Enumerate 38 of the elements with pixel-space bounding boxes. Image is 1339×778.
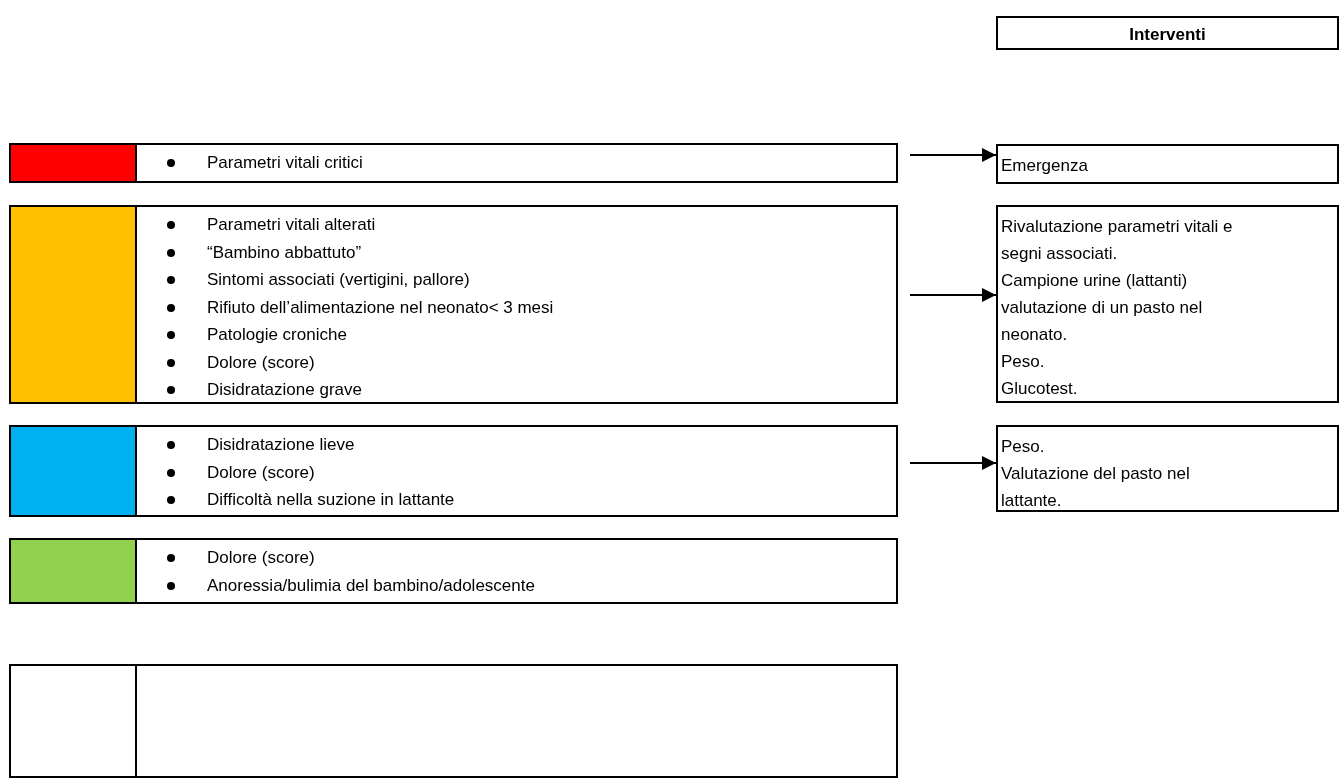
intervention-text: Rivalutazione parametri vitali e segni associati. bbox=[1001, 216, 1234, 265]
criteria-box bbox=[135, 425, 898, 517]
intervention-box bbox=[996, 425, 1339, 512]
color-code-box bbox=[9, 205, 137, 404]
intervention-text: Peso. bbox=[1001, 436, 1046, 458]
criterion-text: Rifiuto dell’alimentazione nel neonato< 3 mesi bbox=[207, 297, 554, 317]
criteria-box bbox=[135, 538, 898, 604]
intervention-box bbox=[996, 205, 1339, 403]
criterion-text: Dolore (score) bbox=[207, 462, 315, 482]
criterion-text: Dolore (score) bbox=[207, 352, 315, 372]
criterion-text: Disidratazione grave bbox=[207, 380, 362, 399]
criterion-text: Parametri vitali alterati bbox=[207, 215, 376, 234]
arrow bbox=[909, 456, 997, 470]
intervention-text: Campione urine (lattanti) valutazione di un pasto nel neonato. bbox=[1001, 270, 1204, 346]
criterion-text: Parametri vitali critici bbox=[207, 153, 363, 172]
criteria-box bbox=[135, 205, 898, 404]
criterion-text: Sintomi associati (vertigini, pallore) bbox=[207, 270, 470, 289]
color-code-box bbox=[9, 143, 137, 183]
criterion-text: Patologie croniche bbox=[207, 325, 347, 344]
intervention-box bbox=[996, 144, 1339, 184]
arrow bbox=[909, 288, 997, 302]
color-code-box bbox=[9, 538, 137, 604]
criterion-text: Dolore (score) bbox=[207, 548, 315, 567]
criterion-text: Disidratazione lieve bbox=[207, 435, 355, 454]
intervention-text: Peso. bbox=[1001, 351, 1046, 373]
intervention-text: Valutazione del pasto nel lattante. bbox=[1001, 463, 1191, 512]
header-box bbox=[996, 16, 1339, 50]
arrow bbox=[909, 148, 997, 162]
criterion-text: Difficoltà nella suzione in lattante bbox=[207, 490, 455, 509]
criteria-box bbox=[135, 143, 898, 183]
intervention-text: Glucotest. bbox=[1001, 378, 1079, 400]
color-code-box bbox=[9, 425, 137, 517]
criterion-text: “Bambino abbattuto” bbox=[207, 242, 362, 262]
criteria-box bbox=[135, 664, 898, 778]
intervention-text: Emergenza bbox=[1001, 155, 1089, 177]
criterion-text: Anoressia/bulimia del bambino/adolescente bbox=[207, 575, 535, 595]
color-code-box bbox=[9, 664, 137, 778]
column-heading: Interventi bbox=[1128, 24, 1207, 46]
